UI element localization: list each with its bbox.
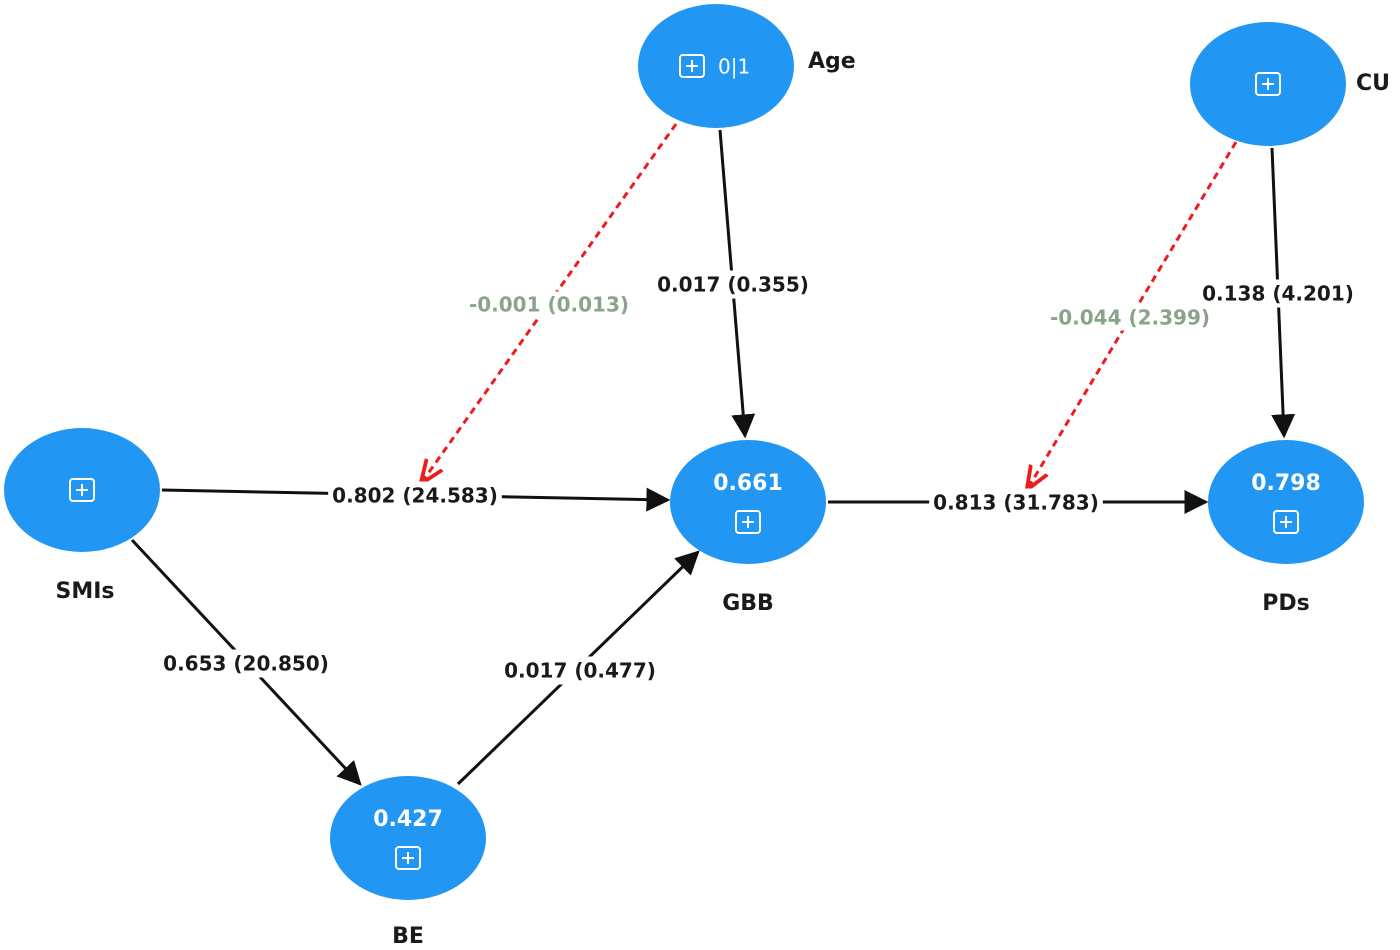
- path-coefficient-label: 0.017 (0.477): [504, 659, 656, 683]
- path-arrow-cu-mod[interactable]: [1028, 141, 1238, 488]
- node-extra-label: 0|1: [718, 55, 750, 79]
- path-label-bg: [159, 649, 333, 678]
- construct-name: SMIs: [55, 579, 114, 604]
- node-smis[interactable]: SMIs: [4, 428, 160, 604]
- path-coefficient-label: 0.813 (31.783): [933, 491, 1099, 515]
- path-labels-layer: 0.802 (24.583) 0.653 (20.850) 0.017 (0.477…: [159, 270, 1358, 685]
- expand-plus-icon[interactable]: [395, 846, 421, 870]
- path-coefficient-label: -0.044 (2.399): [1050, 306, 1210, 330]
- r-squared-value: 0.798: [1251, 471, 1321, 496]
- path-label-bg: [1198, 279, 1358, 308]
- path-label-group-gbb-pds: 0.813 (31.783): [929, 488, 1103, 517]
- path-label-bg: [1047, 304, 1213, 331]
- path-label-group-cu-mod: -0.044 (2.399): [1047, 304, 1213, 331]
- expand-plus-icon[interactable]: [69, 478, 95, 502]
- path-label-group-cu-pds: 0.138 (4.201): [1198, 279, 1358, 308]
- r-squared-value: 0.661: [713, 471, 783, 496]
- node-age[interactable]: 0|1 Age: [638, 4, 856, 128]
- path-coefficient-label: 0.017 (0.355): [657, 273, 809, 297]
- path-coefficient-label: -0.001 (0.013): [469, 293, 629, 317]
- path-label-bg: [929, 488, 1103, 517]
- construct-name: GBB: [722, 591, 774, 616]
- construct-name: CU: [1356, 71, 1390, 96]
- construct-circle[interactable]: [1208, 440, 1364, 564]
- expand-plus-icon[interactable]: [679, 54, 705, 78]
- path-label-bg: [466, 291, 632, 318]
- path-label-bg: [500, 656, 660, 685]
- construct-circle[interactable]: [638, 4, 794, 128]
- path-label-group-smis-be: 0.653 (20.850): [159, 649, 333, 678]
- path-label-group-be-gbb: 0.017 (0.477): [500, 656, 660, 685]
- construct-circle[interactable]: [330, 776, 486, 900]
- path-coefficient-label: 0.138 (4.201): [1202, 282, 1354, 306]
- path-label-group-smis-gbb: 0.802 (24.583): [328, 481, 502, 510]
- construct-name: PDs: [1262, 591, 1309, 616]
- path-label-group-age-gbb: 0.017 (0.355): [653, 270, 813, 299]
- path-label-bg: [328, 481, 502, 510]
- path-coefficient-label: 0.653 (20.850): [163, 652, 329, 676]
- expand-plus-icon[interactable]: [1255, 72, 1281, 96]
- path-label-group-age-mod: -0.001 (0.013): [466, 291, 632, 318]
- construct-name: Age: [808, 49, 856, 74]
- path-coefficient-label: 0.802 (24.583): [332, 484, 498, 508]
- path-label-bg: [653, 270, 813, 299]
- construct-circle[interactable]: [670, 440, 826, 564]
- construct-name: BE: [392, 924, 424, 949]
- expand-plus-icon[interactable]: [735, 510, 761, 534]
- r-squared-value: 0.427: [373, 807, 443, 832]
- expand-plus-icon[interactable]: [1273, 510, 1299, 534]
- node-cu[interactable]: CU: [1190, 22, 1390, 146]
